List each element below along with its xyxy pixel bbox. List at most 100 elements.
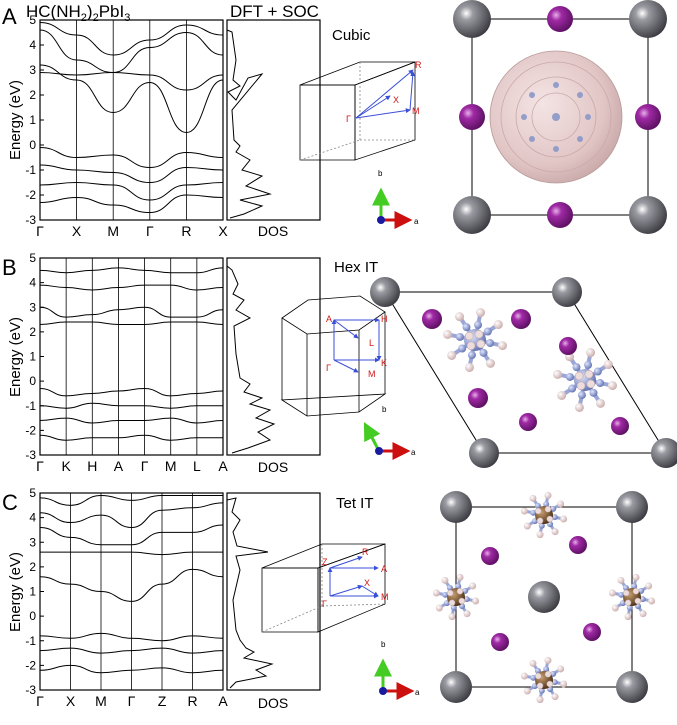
- k-point-label: M: [107, 223, 119, 239]
- svg-text:X: X: [393, 95, 399, 105]
- dos-label: DOS: [258, 223, 288, 239]
- y-tick-label: -1: [25, 163, 36, 177]
- nitrogen-atom: [479, 348, 488, 357]
- dos-frame: [226, 257, 321, 456]
- y-tick-label: 1: [29, 350, 36, 364]
- fa-cluster: [520, 491, 568, 539]
- hydrogen-atom: [546, 680, 554, 688]
- k-point-label: A: [218, 458, 228, 474]
- k-point-label: Γ: [128, 693, 136, 709]
- pb-atom: [528, 581, 560, 613]
- hydrogen-atom: [523, 687, 531, 695]
- bz-labels: Z R A X M Γ: [322, 547, 389, 609]
- phase-label: Hex IT: [334, 259, 378, 276]
- hydrogen-atom: [520, 507, 528, 515]
- svg-text:b: b: [378, 169, 383, 178]
- hydrogen-atom: [551, 528, 559, 536]
- iodine-atom: [468, 388, 488, 408]
- nitrogen-atom: [626, 604, 633, 611]
- k-point-label: X: [72, 223, 82, 239]
- hydrogen-atom: [435, 604, 443, 612]
- svg-text:Γ: Γ: [346, 114, 351, 124]
- nitrogen-atom: [589, 388, 598, 397]
- iodine-atom: [611, 417, 629, 435]
- iodine-atom: [491, 633, 509, 651]
- nitrogen-atom: [584, 360, 593, 369]
- nitrogen-atom: [568, 384, 577, 393]
- nitrogen-atom: [543, 666, 550, 673]
- hydrogen-atom: [574, 402, 584, 412]
- hydrogen-atom: [443, 329, 453, 339]
- band-line: [39, 494, 223, 506]
- hydrogen-atom: [632, 587, 640, 595]
- nitrogen-atom: [483, 327, 492, 336]
- y-tick-label: 4: [29, 38, 36, 52]
- iodine-atom: [519, 413, 537, 431]
- band-line: [39, 164, 224, 184]
- svg-text:R: R: [415, 60, 422, 70]
- band-line: [39, 181, 224, 201]
- hydrogen-atom: [645, 582, 653, 590]
- nitrogen-atom: [458, 344, 467, 353]
- k-point-label: R: [187, 693, 197, 709]
- k-point-label: X: [218, 223, 228, 239]
- hydrogen-atom: [466, 341, 476, 351]
- y-tick-label: 3: [29, 300, 36, 314]
- hydrogen-atom: [544, 670, 552, 678]
- hydrogen-atom: [557, 500, 565, 508]
- hydrogen-atom: [536, 696, 544, 704]
- cubic-structure: [453, 0, 667, 234]
- y-tick-label: 3: [29, 63, 36, 77]
- hydrogen-atom: [595, 398, 605, 408]
- band-line: [39, 402, 223, 409]
- hydrogen-atom: [544, 505, 552, 513]
- hydrogen-atom: [544, 656, 552, 664]
- k-point-label: H: [87, 458, 97, 474]
- hydrogen-atom: [617, 576, 625, 584]
- k-point-label: A: [218, 693, 228, 709]
- svg-text:Γ: Γ: [322, 599, 327, 609]
- nitrogen-atom: [572, 363, 581, 372]
- k-point-label: X: [66, 693, 76, 709]
- svg-text:H: H: [381, 314, 388, 324]
- fa-cluster: [553, 348, 617, 412]
- y-axis-label: Energy (eV): [7, 317, 24, 397]
- hydrogen-atom: [456, 587, 464, 595]
- y-tick-label: -1: [25, 634, 36, 648]
- nitrogen-atom: [462, 323, 471, 332]
- y-tick-label: 0: [29, 138, 36, 152]
- y-tick-label: 0: [29, 609, 36, 623]
- svg-text:a: a: [414, 217, 419, 226]
- band-line: [39, 321, 224, 325]
- hydrogen-atom: [476, 308, 486, 318]
- hydrogen-atom: [560, 515, 568, 523]
- method-title: DFT + SOC: [230, 2, 319, 21]
- svg-text:b: b: [381, 640, 386, 649]
- iodine-atom: [511, 309, 531, 329]
- hydrogen-atom: [464, 362, 474, 372]
- svg-text:M: M: [381, 592, 389, 602]
- pb-atom: [469, 438, 499, 468]
- nitrogen-atom: [631, 583, 638, 590]
- band-line: [39, 632, 224, 642]
- hydrogen-atom: [463, 610, 471, 618]
- brillouin-zone-cubic: [299, 61, 416, 161]
- pb-atom: [552, 277, 582, 307]
- y-tick-label: -1: [25, 399, 36, 413]
- k-point-label: Γ: [36, 693, 44, 709]
- tet-structure: [432, 491, 656, 704]
- nitrogen-atom: [474, 320, 483, 329]
- y-axis-label: Energy (eV): [7, 80, 24, 160]
- hydrogen-atom: [632, 573, 640, 581]
- pb-atom: [453, 196, 491, 234]
- panel-letter: A: [2, 4, 17, 29]
- hydrogen-atom: [493, 320, 503, 330]
- band-line: [39, 664, 224, 674]
- hydrogen-atom: [551, 693, 559, 701]
- hydrogen-atom: [446, 589, 454, 597]
